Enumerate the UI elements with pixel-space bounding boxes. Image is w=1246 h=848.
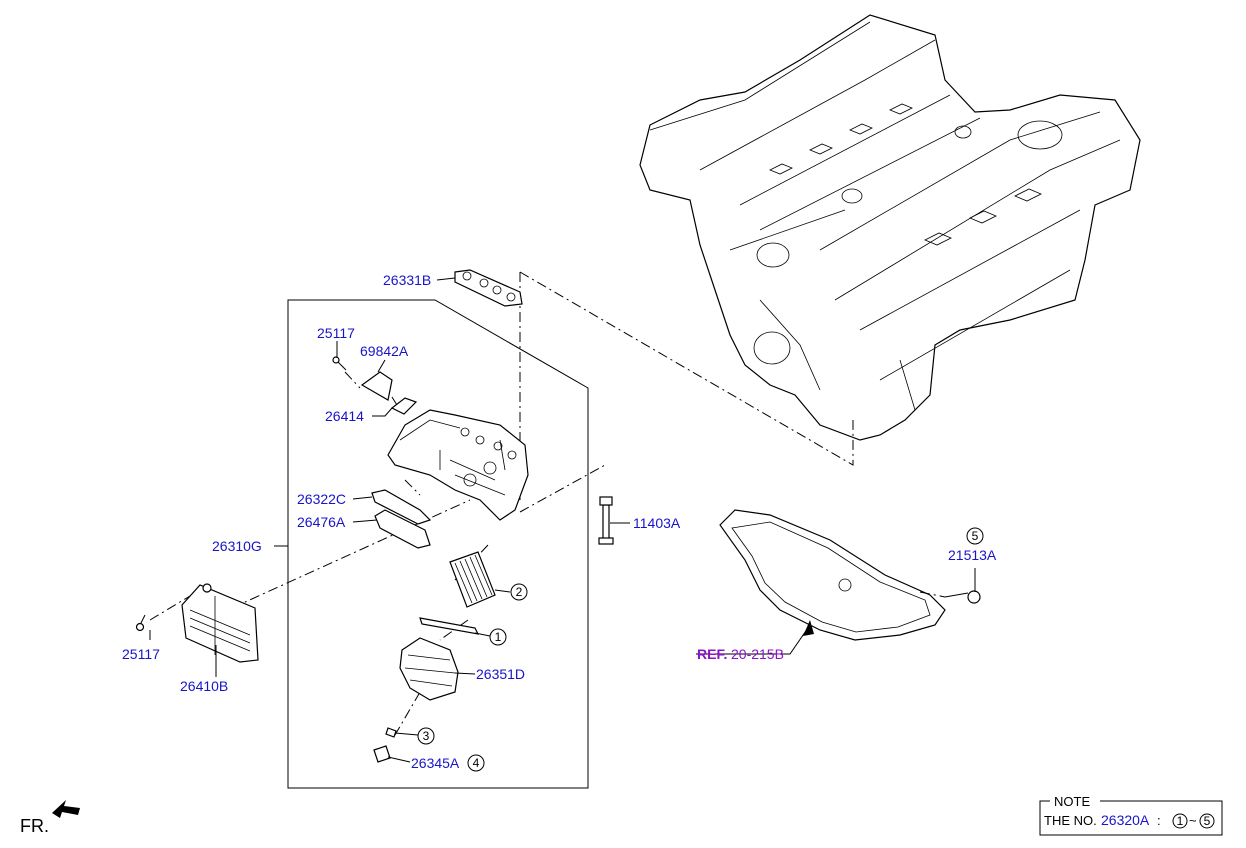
filter-housing — [387, 409, 529, 521]
bracket-69842A — [360, 371, 393, 401]
plug-dashline — [919, 591, 946, 598]
note-box: NOTE THE NO. 26320A : 1 ~ 5 — [1039, 794, 1223, 836]
label-69842A[interactable]: 69842A — [360, 343, 409, 359]
bolt-11403A — [598, 496, 614, 545]
label-26345A[interactable]: 26345A — [411, 755, 460, 771]
label-26414[interactable]: 26414 — [325, 408, 364, 424]
callout-4: 4 — [467, 754, 485, 772]
note-prefix: THE NO. — [1044, 813, 1097, 828]
callout-1: 1 — [489, 628, 507, 646]
label-21513A[interactable]: 21513A — [948, 547, 997, 563]
oil-cooler-26410B — [181, 583, 259, 663]
engine-block-illustration — [639, 14, 1141, 441]
bolt-25117-left — [135, 614, 146, 632]
cooler-dashline — [231, 499, 471, 609]
svg-text:3: 3 — [423, 729, 430, 743]
svg-text:5: 5 — [972, 529, 979, 543]
ref-tag: REF. — [697, 646, 727, 662]
front-indicator: FR. — [20, 800, 80, 836]
gasket-26331B — [454, 269, 523, 307]
drain-plug-small — [385, 727, 397, 738]
bracket-dashline — [344, 371, 401, 411]
svg-text:1: 1 — [495, 630, 502, 644]
note-range-end: 5 — [1204, 814, 1211, 828]
gasket-dashline — [404, 479, 421, 496]
oil-pan-illustration — [719, 509, 969, 641]
front-label: FR. — [20, 816, 49, 836]
note-title: NOTE — [1054, 794, 1090, 809]
note-tilde: ~ — [1189, 813, 1197, 828]
gasket-26414 — [390, 397, 418, 415]
label-25117-left[interactable]: 25117 — [122, 646, 160, 662]
label-26476A[interactable]: 26476A — [297, 514, 346, 530]
label-26310G[interactable]: 26310G — [212, 538, 262, 554]
note-range-start: 1 — [1177, 814, 1184, 828]
ref-number[interactable]: 20-215B — [731, 646, 784, 662]
callout-3: 3 — [417, 727, 435, 745]
gasket-26476A — [374, 509, 431, 549]
filter-element — [449, 551, 496, 608]
gasket-26322C — [371, 489, 432, 525]
note-sep: : — [1157, 813, 1161, 828]
svg-text:4: 4 — [473, 756, 480, 770]
callout-2: 2 — [510, 583, 528, 601]
filter-cap — [399, 637, 459, 701]
svg-text:2: 2 — [516, 585, 523, 599]
note-part-number[interactable]: 26320A — [1101, 812, 1150, 828]
reference-link[interactable]: REF. 20-215B — [697, 646, 784, 662]
label-11403A[interactable]: 11403A — [633, 515, 681, 531]
bolt-25117-top — [332, 356, 347, 371]
front-arrow-icon — [52, 800, 80, 818]
drain-plug-26345A — [373, 745, 391, 763]
bolt-dashline — [519, 464, 606, 513]
label-25117-top[interactable]: 25117 — [317, 325, 355, 341]
label-26331B[interactable]: 26331B — [383, 272, 431, 288]
o-ring — [419, 617, 480, 635]
label-26410B[interactable]: 26410B — [180, 678, 228, 694]
callout-5: 5 — [966, 527, 984, 545]
drain-plug-21513A — [967, 590, 981, 604]
label-26351D[interactable]: 26351D — [476, 666, 525, 682]
label-26322C[interactable]: 26322C — [297, 491, 346, 507]
assembly-box — [287, 299, 589, 789]
